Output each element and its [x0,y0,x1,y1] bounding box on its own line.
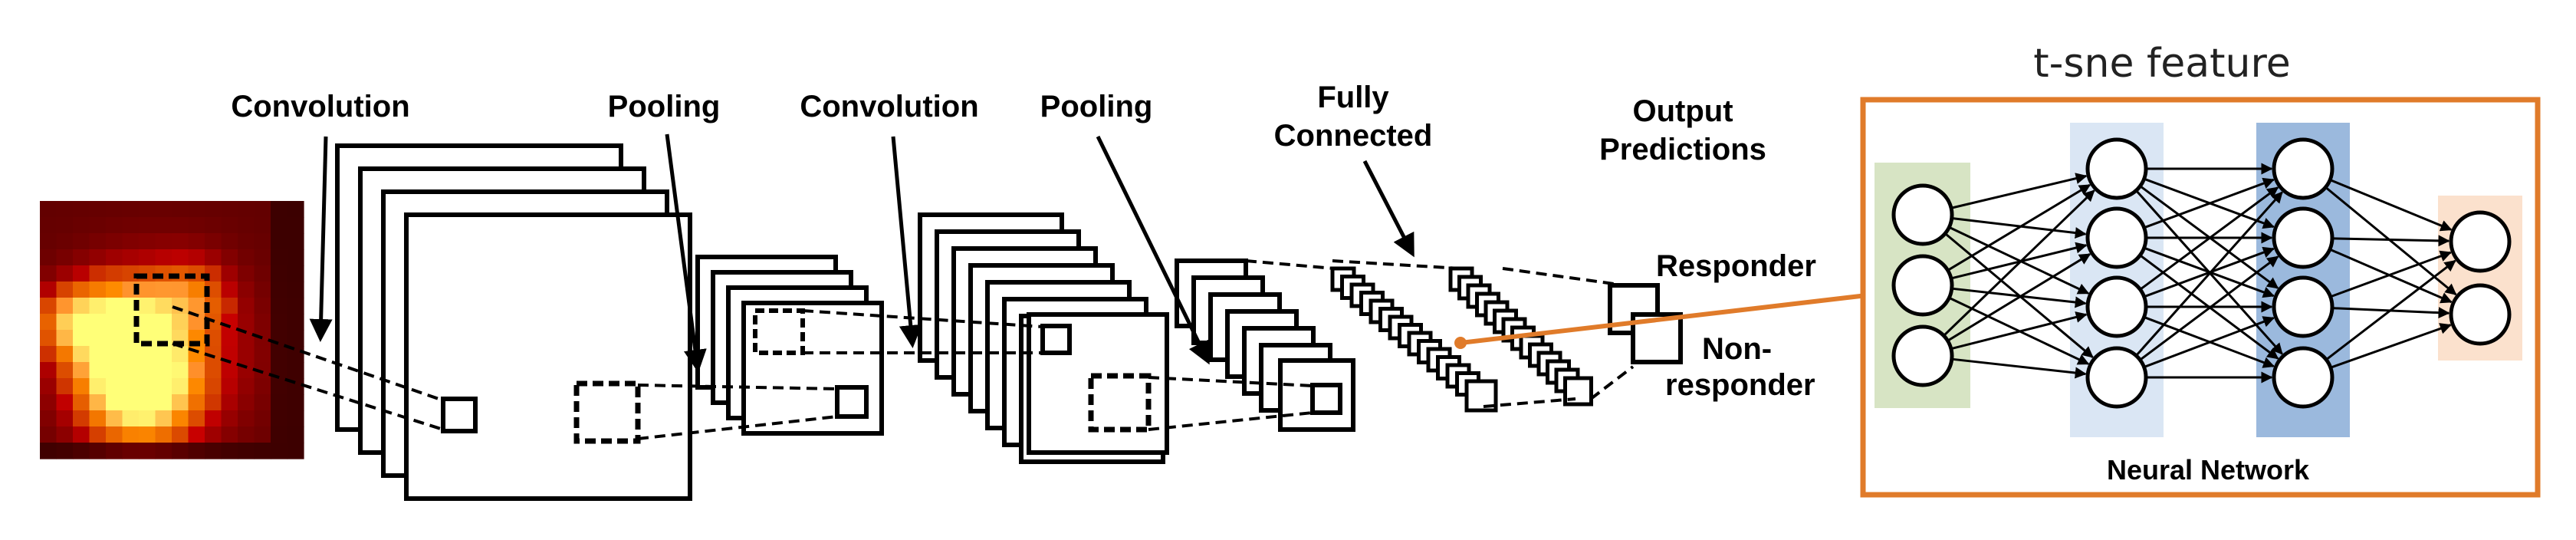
nn-edge [1950,311,2088,351]
nn-edge [2144,316,2275,368]
nn-node-layer-2 [2085,346,2148,409]
nn-edge [1951,216,2087,239]
pool2-label: Pooling [1040,90,1153,123]
pool2-feature-maps [1175,258,1355,432]
fc1-layer [1330,266,1498,413]
nn-node-layer-4 [2449,210,2512,273]
nn-edge [2330,250,2452,298]
conv2-pool-region-box [1088,373,1152,433]
nn-edge [2144,177,2275,229]
nn-node-layer-3 [2272,346,2334,409]
conv2-feature-maps [918,212,1169,464]
output-label-line2: Predictions [1599,133,1766,166]
nn-edge [2325,259,2456,361]
nn-edge [1951,287,2087,308]
pool1-conv-region-box [753,308,805,355]
label-pointer-arrows [309,133,1414,373]
nn-edge [2139,255,2279,361]
nn-edge [2329,179,2453,232]
pool1-feature-maps [695,255,884,436]
input-heatmap-image [40,201,304,459]
nn-edge [2330,323,2452,369]
responder-label: Responder [1656,249,1816,283]
fc-label-line2: Connected [1274,119,1433,153]
nn-edge [1947,253,2091,342]
conv2-to-pool2-projection [1148,376,1313,431]
conv2-label: Convolution [800,90,978,123]
nn-edge [1948,226,2090,295]
nn-edge [2139,186,2279,291]
pool1-to-conv2-projection [802,309,1043,354]
conv1-kernel-box [441,397,478,433]
conv2-kernel-box [1040,324,1072,355]
pool1-unit-box [835,385,869,419]
conv1-feature-maps [335,143,692,501]
nn-node-layer-3 [2272,275,2334,338]
fc-connection-lines [1245,259,1635,408]
nn-edge [1947,183,2091,272]
neural-network-label: Neural Network [2107,454,2310,486]
fc2-layer [1448,266,1593,407]
input-to-conv1-projection [172,305,444,431]
output-label-line1: Output [1632,94,1733,128]
nn-edge [1951,357,2087,379]
input-receptive-field-box [133,273,210,347]
nn-node-layer-4 [2449,283,2512,346]
fc-label-line1: Fully [1317,81,1389,114]
nn-edge [2135,191,2283,357]
nn-node-layer-2 [2085,206,2148,269]
nn-edges [1943,163,2457,384]
tsne-feature-link [1454,293,1868,349]
nonresponder-label-line2: responder [1665,368,1815,402]
pool2-unit-box [1310,383,1342,415]
nn-edge [2331,235,2450,247]
nonresponder-label-line1: Non- [1702,332,1772,366]
conv1-label: Convolution [231,90,409,123]
nn-edge [1943,189,2095,337]
nn-node-layer-1 [1891,183,1954,246]
neural-network-graph [1875,123,2522,437]
conv1-pool-region-box [573,380,641,444]
nn-node-layer-1 [1891,324,1954,387]
nn-node-layer-2 [2085,137,2148,200]
pool1-label: Pooling [608,90,721,123]
nn-node-layer-1 [1891,254,1954,317]
nn-node-layer-3 [2272,137,2334,200]
tsne-panel-frame [1860,97,2541,498]
nn-edge [1950,173,2088,209]
nn-node-layer-2 [2085,275,2148,338]
tsne-feature-title: t-sne feature [2033,41,2290,87]
nn-node-layer-3 [2272,206,2334,269]
